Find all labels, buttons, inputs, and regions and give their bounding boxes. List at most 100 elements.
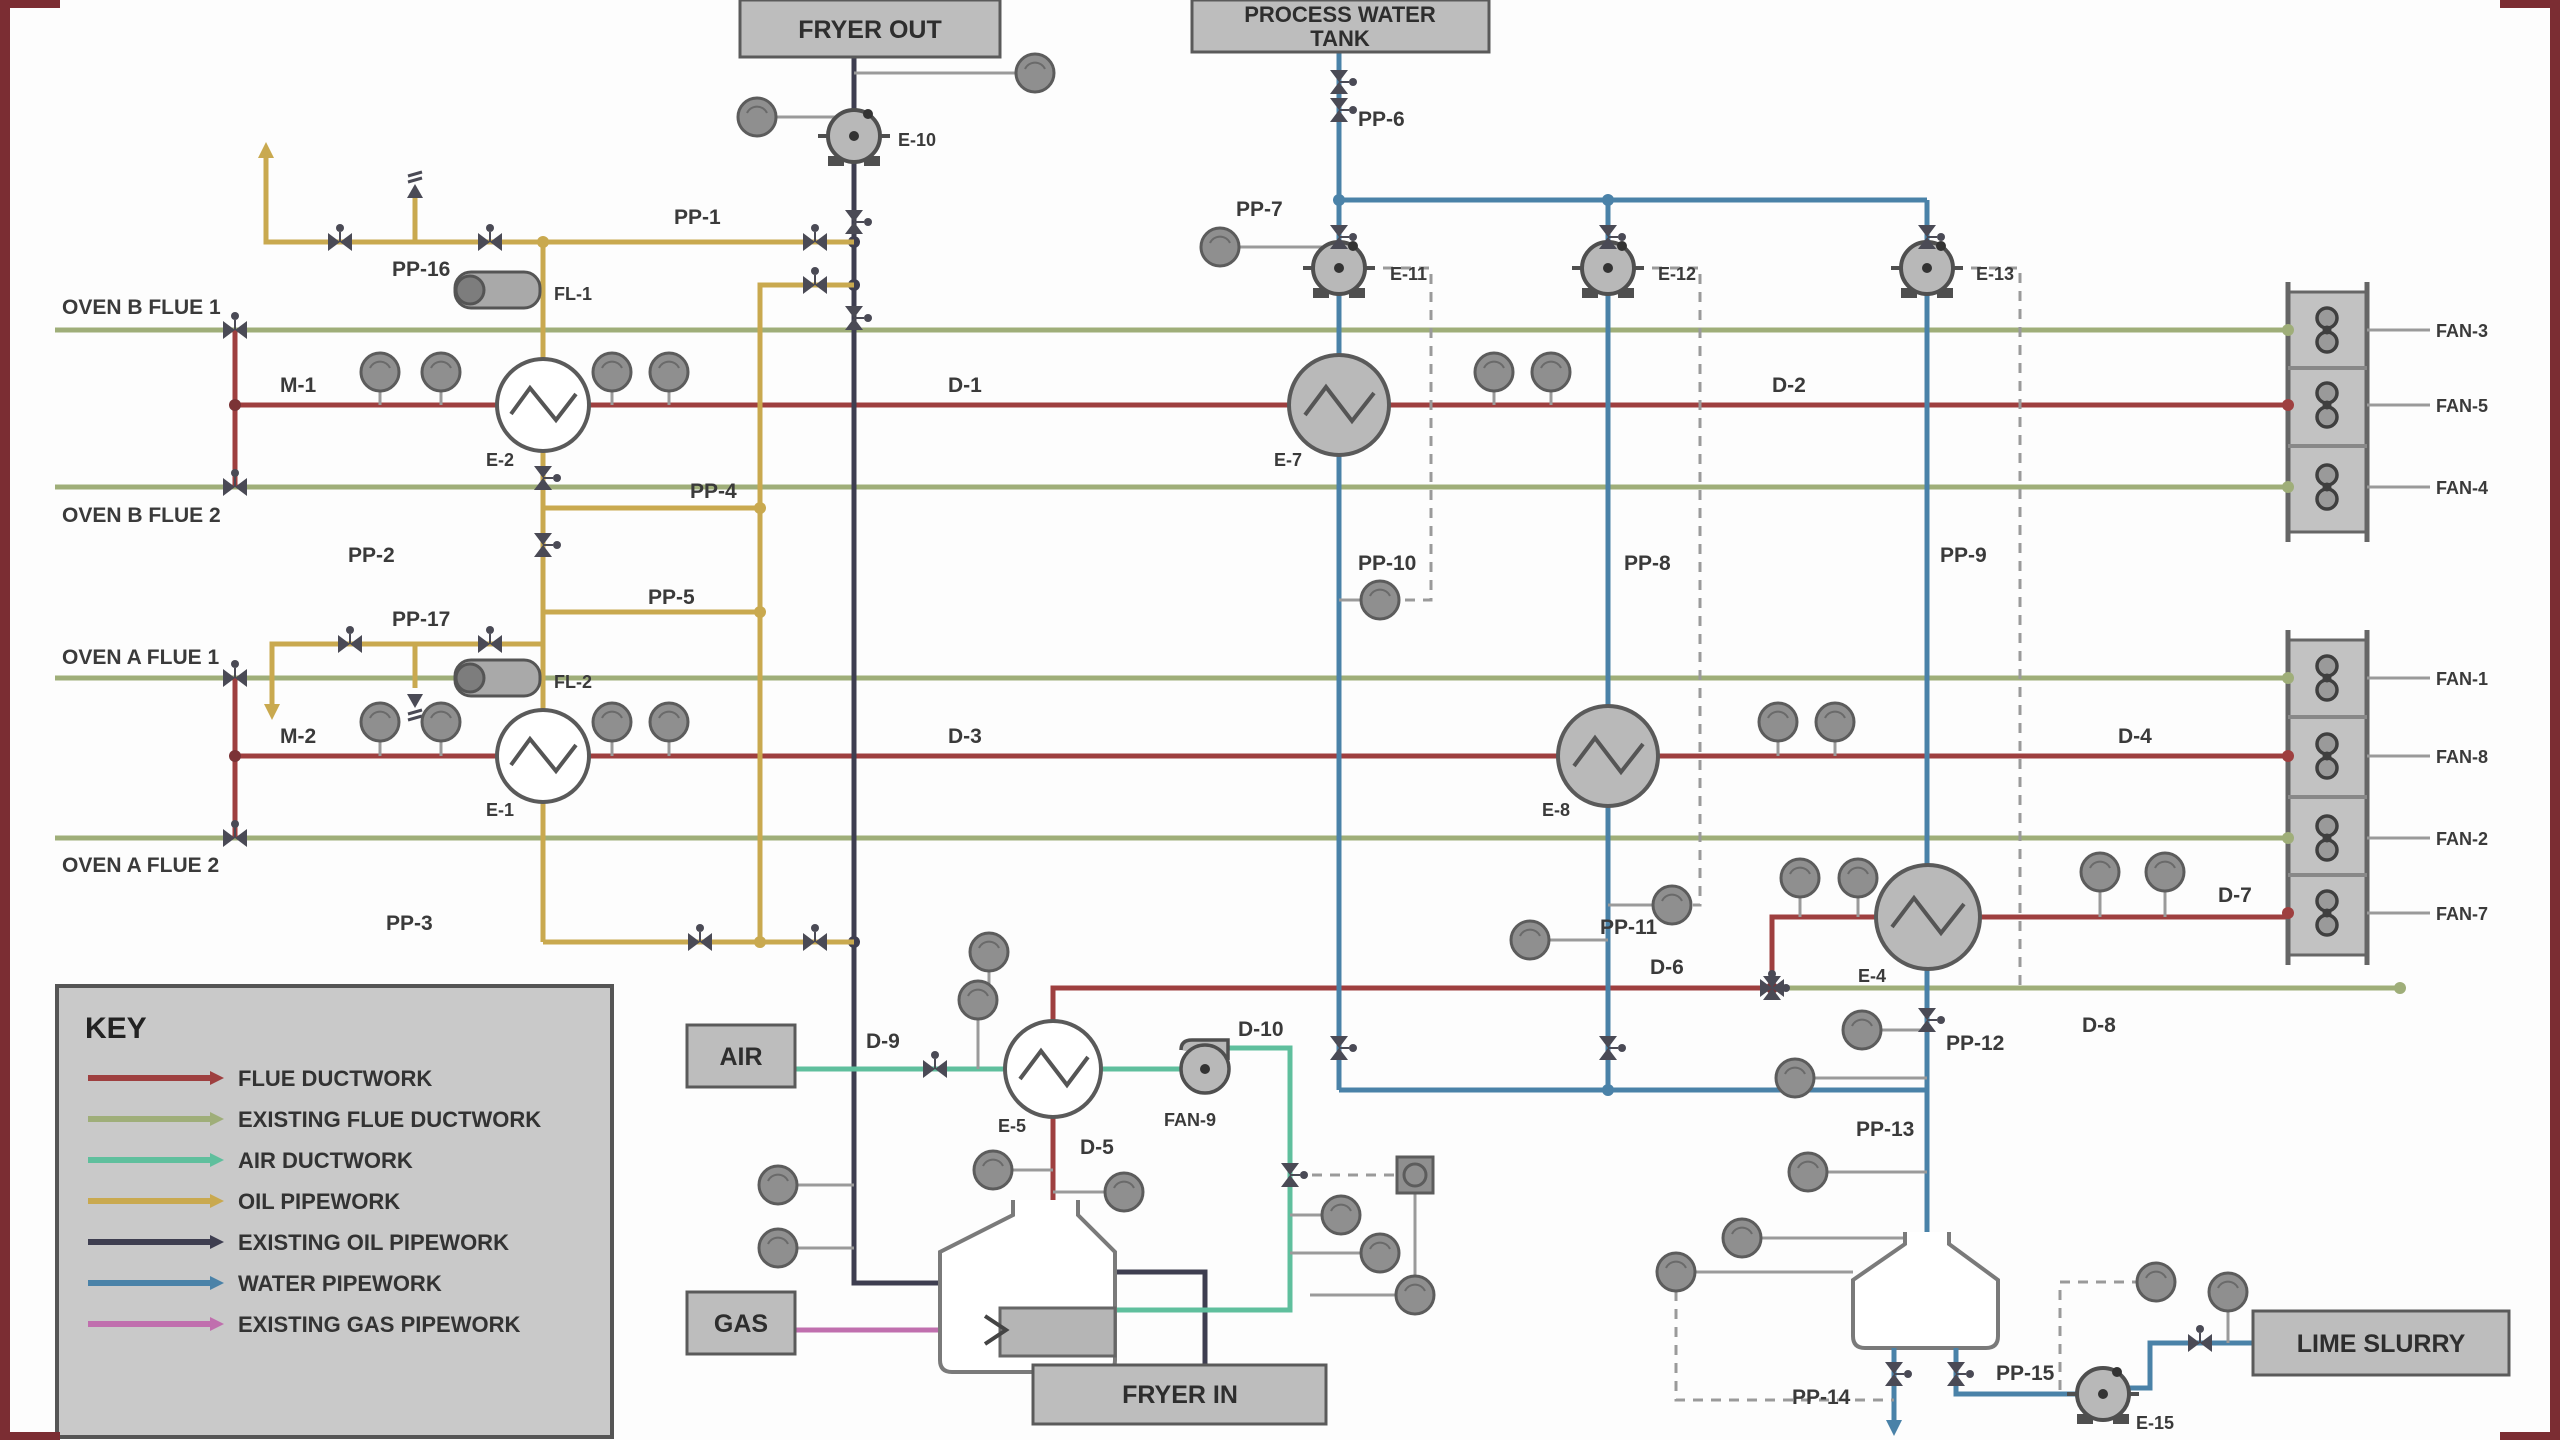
instrument-icon [420,701,462,743]
e13-label: E-13 [1976,264,2014,284]
d10-label: D-10 [1238,1018,1284,1041]
fan-label: FAN-3 [2436,321,2488,341]
fan-label: FAN-1 [2436,669,2488,689]
gas-label: GAS [714,1310,768,1338]
d8-label: D-8 [2082,1014,2116,1037]
pp14-label: PP-14 [1792,1386,1851,1409]
key-arrow [210,1153,224,1167]
e10-label: E-10 [898,130,936,150]
damper-icon [222,819,248,848]
instrument-icon [1774,1057,1816,1099]
damper-icon [222,468,248,497]
instrument-icon [1757,701,1799,743]
pipe-d6 [1050,914,1928,1021]
e2-label: E-2 [486,450,514,470]
oven-b-flue-1-label: OVEN B FLUE 1 [62,296,221,319]
pp3-label: PP-3 [386,912,433,935]
instrument-icon [1320,1194,1362,1236]
key-label-water: WATER PIPEWORK [238,1271,442,1296]
existing-oil-pipes [848,57,1208,1365]
pp6-label: PP-6 [1358,108,1405,131]
edge-corner-bottom-left [0,1432,60,1440]
oil-filters [453,270,542,698]
junction-dot [754,606,766,618]
lime-slurry-label: LIME SLURRY [2297,1330,2466,1358]
valve-icon [844,305,873,331]
key-label-oil: OIL PIPEWORK [238,1189,400,1214]
key-label-existing-gas: EXISTING GAS PIPEWORK [238,1312,520,1337]
junction-dot [1602,1084,1614,1096]
valve-icon [922,1050,948,1079]
valve-icon [1884,1361,1913,1387]
gas-box [685,1290,797,1356]
pipe-pp17 [269,641,543,712]
instrument-icon [1359,1232,1401,1274]
e4-label: E-4 [1858,966,1886,986]
heat-exchangers [495,353,1982,1119]
controller-box-icon [1395,1155,1435,1195]
edge-corner-top-right [2500,0,2560,8]
valve-icon [477,223,503,252]
instrument-icon [1103,1171,1145,1213]
instrument-icon [736,96,778,138]
key-arrow [210,1235,224,1249]
valve-icon [1329,69,1358,95]
e12-label: E-12 [1658,264,1696,284]
m2-label: M-2 [280,725,316,748]
pipe-oil-riser [757,282,854,942]
instrument-icon [2207,1271,2249,1313]
instrument-icon [359,351,401,393]
valve-icon [1329,97,1358,123]
fryer-out-box [738,0,1002,59]
e5-label: E-5 [998,1116,1026,1136]
pp8-label: PP-8 [1624,552,1671,575]
diagram-labels: OVEN B FLUE 1 OVEN B FLUE 2 OVEN A FLUE … [62,108,2252,1433]
oven-b-flue-2-label: OVEN B FLUE 2 [62,504,221,527]
valve-icon [1917,1007,1946,1033]
fan-label: FAN-2 [2436,829,2488,849]
instrument-icon [420,351,462,393]
key-title: KEY [85,1012,147,1045]
instrument-icon [1787,1151,1829,1193]
key-arrow [210,1276,224,1290]
junction-dot [229,750,241,762]
junction-dot [229,399,241,411]
instrument-icon [1509,919,1551,961]
fan9-label: FAN-9 [1164,1110,1216,1130]
pp15-label: PP-15 [1996,1362,2055,1385]
instrument-icon [1394,1274,1436,1316]
pp9-label: PP-9 [1940,544,1987,567]
key-arrow [210,1112,224,1126]
instrument-signal-lines [378,71,2230,1402]
fan-bank-bottom: FAN-1 FAN-8 FAN-2 FAN-7 [2282,630,2488,965]
instrument-icon [957,979,999,1021]
process-water-tank-label-2: TANK [1310,26,1370,51]
process-water-tank-label-1: PROCESS WATER [1244,2,1436,27]
valve-icon [802,266,828,295]
m1-label: M-1 [280,374,316,397]
instrument-icon [1359,579,1401,621]
fan-label: FAN-5 [2436,396,2488,416]
butterfly-valve-icon [1280,1162,1309,1188]
pp4-label: PP-4 [690,480,737,503]
valve-icon [327,223,353,252]
valve-icon [844,209,873,235]
instrument-icon [757,1164,799,1206]
key-label-air: AIR DUCTWORK [238,1148,413,1173]
d9-label: D-9 [866,1030,900,1053]
instrument-icon [1199,226,1241,268]
pipe-fryer-out-oil [851,57,940,1286]
d1-label: D-1 [948,374,982,397]
burner-box [998,1306,1117,1358]
lime-tank-vessel [1851,1232,2000,1350]
instrument-icon [972,1149,1014,1191]
valve-icon [477,625,503,654]
fl1-label: FL-1 [554,284,592,304]
pp13-label: PP-13 [1856,1118,1914,1141]
fryer-in-label: FRYER IN [1122,1381,1238,1409]
key-arrow [210,1071,224,1085]
valve-icon [802,223,828,252]
key-arrow [210,1194,224,1208]
fryer-in-box [1031,1363,1328,1426]
